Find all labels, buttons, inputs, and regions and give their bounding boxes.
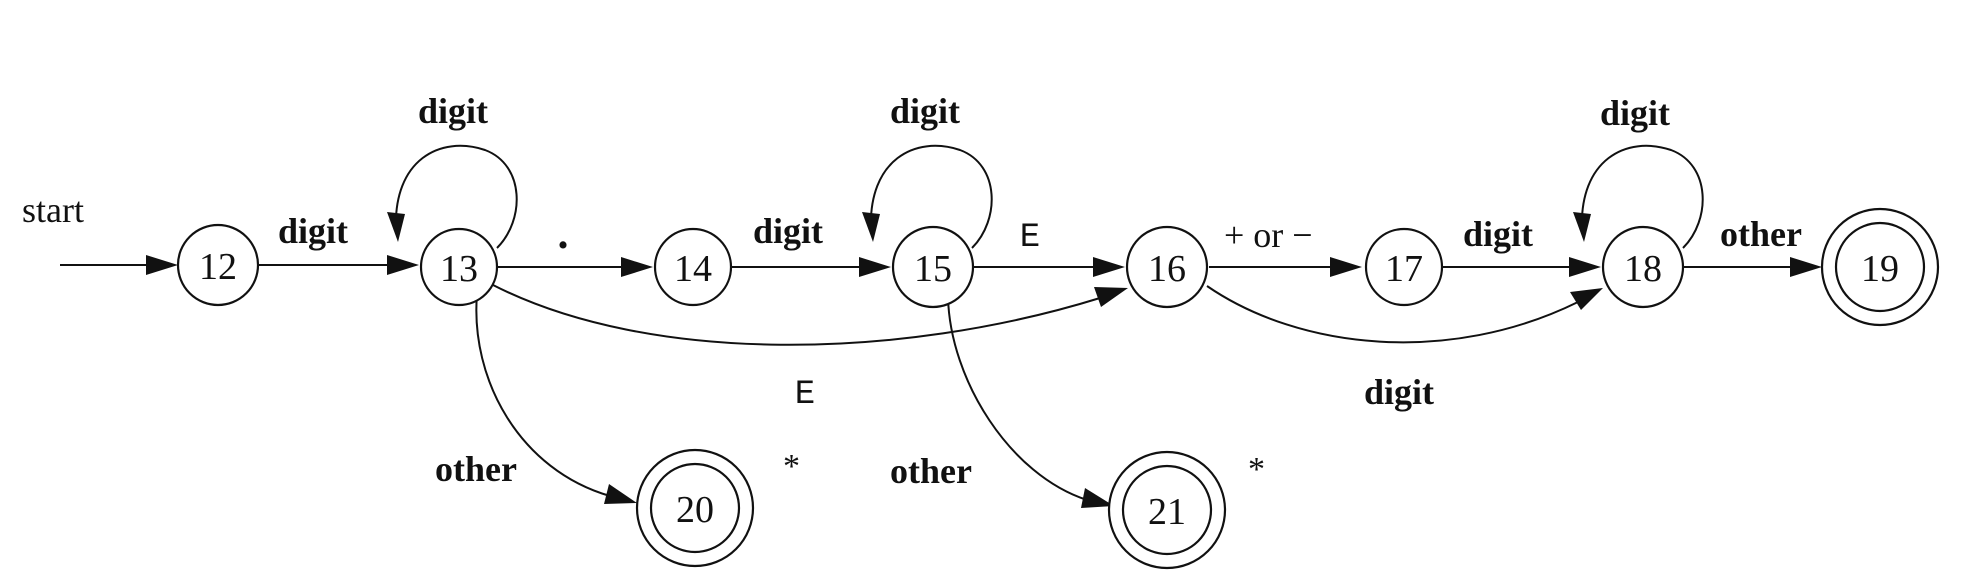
arrowhead <box>1569 257 1601 277</box>
arrowhead <box>1093 257 1125 277</box>
label-15-16: E <box>1020 219 1040 257</box>
retract-marker-20: * <box>783 448 800 485</box>
label-13-loop: digit <box>418 91 488 131</box>
edge-start <box>60 255 178 275</box>
edge-16-18 <box>1206 285 1603 344</box>
arrowhead <box>604 484 637 504</box>
edge-15-loop <box>862 144 993 249</box>
state-21-accepting: 21 <box>1107 450 1227 570</box>
state-label: 21 <box>1148 491 1186 533</box>
label-15-loop: digit <box>890 91 960 131</box>
state-label: 15 <box>914 248 952 290</box>
state-20-accepting: 20 <box>635 448 755 568</box>
label-13-16: E <box>795 376 815 414</box>
edge-13-16 <box>492 284 1128 346</box>
arrowhead <box>1573 212 1591 242</box>
arrowhead <box>1570 288 1603 310</box>
edge-13-20 <box>475 293 637 504</box>
state-13: 13 <box>419 227 499 307</box>
edge-18-loop <box>1573 144 1704 249</box>
state-15: 15 <box>891 225 975 309</box>
edge-12-13 <box>259 255 419 275</box>
arrowhead <box>621 257 653 277</box>
state-label: 18 <box>1624 248 1662 290</box>
state-12: 12 <box>176 223 260 307</box>
arrowhead <box>1094 287 1128 307</box>
state-label: 14 <box>674 248 712 290</box>
arrowhead <box>1330 257 1362 277</box>
label-18-19: other <box>1720 214 1802 254</box>
arrowhead <box>1081 488 1114 508</box>
edge-17-18 <box>1443 257 1601 277</box>
state-18: 18 <box>1601 225 1685 309</box>
label-16-17: + or − <box>1224 215 1313 255</box>
edge-15-16 <box>973 257 1125 277</box>
edge-13-loop <box>387 144 518 249</box>
label-17-18: digit <box>1463 214 1533 254</box>
state-label: 20 <box>676 489 714 531</box>
state-label: 19 <box>1861 248 1899 290</box>
start-label: start <box>22 190 84 230</box>
arrowhead <box>146 255 178 275</box>
retract-marker-21: * <box>1248 451 1265 488</box>
label-18-loop: digit <box>1600 93 1670 133</box>
edge-13-14 <box>497 257 653 277</box>
label-14-15: digit <box>753 211 823 251</box>
arrowhead <box>387 255 419 275</box>
edge-15-21 <box>947 296 1114 508</box>
label-12-13: digit <box>278 211 348 251</box>
arrowhead <box>1790 257 1822 277</box>
label-13-14: . <box>558 209 569 258</box>
arrowhead <box>387 212 405 242</box>
label-16-18: digit <box>1364 372 1434 412</box>
arrowhead <box>862 212 880 242</box>
state-19-accepting: 19 <box>1820 207 1940 327</box>
state-16: 16 <box>1125 225 1209 309</box>
state-14: 14 <box>653 227 733 307</box>
label-15-21: other <box>890 451 972 491</box>
label-13-20: other <box>435 449 517 489</box>
state-label: 12 <box>199 246 237 288</box>
edge-14-15 <box>731 257 891 277</box>
state-17: 17 <box>1364 227 1444 307</box>
arrowhead <box>859 257 891 277</box>
edge-18-19 <box>1683 257 1822 277</box>
state-label: 16 <box>1148 248 1186 290</box>
state-label: 17 <box>1385 248 1423 290</box>
state-label: 13 <box>440 248 478 290</box>
edge-16-17 <box>1209 257 1362 277</box>
